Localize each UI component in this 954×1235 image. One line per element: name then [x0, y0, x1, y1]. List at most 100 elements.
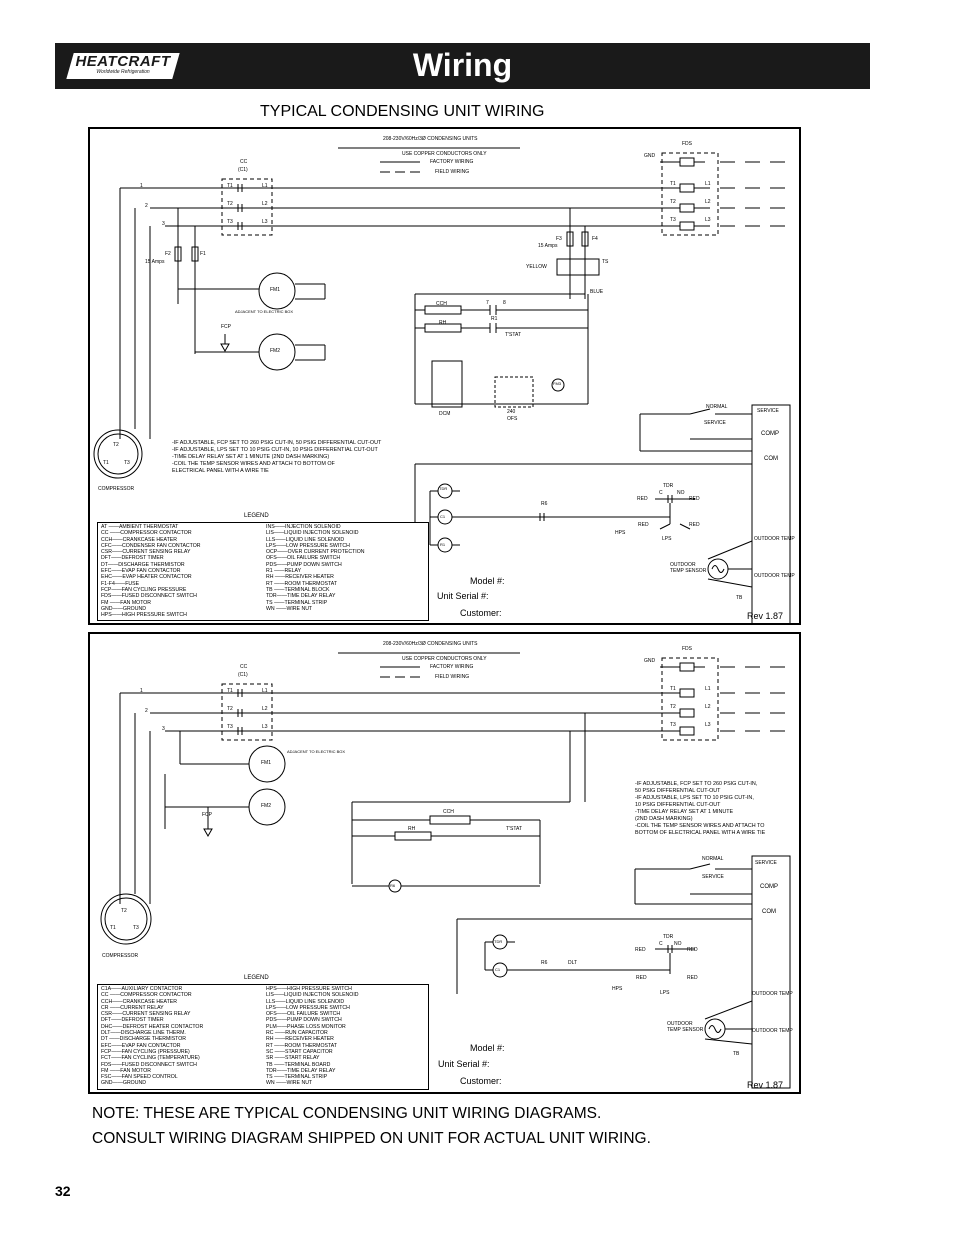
fcp-label: FCP [221, 324, 231, 330]
outdoor-temp-1: OUTDOOR TEMP [752, 991, 793, 997]
contact-7: 7 [486, 300, 489, 306]
cc-t2: T2 [227, 706, 233, 712]
field-wiring-label: FIELD WIRING [435, 169, 470, 175]
legend-entry: CSR——CURRENT SENSING RELAY [101, 549, 191, 556]
fds-t3: T3 [670, 722, 676, 728]
factory-wiring-label: FACTORY WIRING [430, 664, 474, 670]
legend-entry: LPS——LOW PRESSURE SWITCH [266, 542, 350, 549]
fm1-label: FM1 [261, 760, 271, 766]
ts-label: TS [602, 259, 609, 265]
rh-label: RH [408, 826, 416, 832]
legend-entry: FSC——FAN SPEED CONTROL [101, 1074, 178, 1081]
legend-entry: RC ——RUN CAPACITOR [266, 1030, 328, 1037]
cc-t1: T1 [227, 183, 233, 189]
legend-entry: DFT——DEFROST TIMER [101, 555, 164, 562]
red-wire-2: RED [687, 947, 698, 953]
legend-entry: PDS——PUMP DOWN SWITCH [266, 1017, 342, 1024]
brand-name: HEATCRAFT [75, 53, 171, 70]
legend-title: LEGEND [244, 975, 269, 981]
legend-entry: CSR——CURRENT SENSING RELAY [101, 1011, 191, 1018]
section-subtitle: TYPICAL CONDENSING UNIT WIRING [260, 103, 545, 120]
revision-label: Rev 1.87 [747, 611, 784, 621]
legend-entry: WN ——WIRE NUT [266, 605, 313, 612]
dlt-label: DLT [568, 960, 578, 966]
note-line: -COIL THE TEMP SENSOR WIRES AND ATTACH T… [635, 823, 765, 829]
serial-field: Unit Serial #: [438, 1059, 490, 1069]
legend-entry: INS——INJECTION SOLENOID [266, 524, 341, 530]
logo-badge-shape [63, 51, 183, 81]
legend-entry: RH ——RECEIVER HEATER [266, 1036, 334, 1043]
fuse-f1: F1 [200, 251, 206, 257]
compressor-t1: T1 [103, 460, 109, 466]
compressor-t2: T2 [121, 908, 127, 914]
service-label: SERVICE [702, 874, 724, 880]
outdoor-temp-2: OUTDOOR TEMP [754, 573, 795, 579]
service-label: SERVICE [704, 420, 726, 426]
tdr-label: TDR [663, 483, 674, 489]
note-line: -TIME DELAY RELAY SET AT 1 MINUTE (2ND D… [172, 454, 330, 460]
note-line-2: CONSULT WIRING DIAGRAM SHIPPED ON UNIT F… [92, 1130, 651, 1147]
c1-coil-label: C1 [495, 967, 501, 972]
legend-entry: LIS——LIQUID INJECTION SOLENOID [266, 530, 359, 537]
legend-entry: FM ——FAN MOTOR [101, 599, 152, 606]
note-line: 50 PSIG DIFFERENTIAL CUT-OUT [635, 788, 721, 794]
red-wire-1: RED [635, 947, 646, 953]
hps-label: HPS [612, 986, 623, 992]
legend-entry: WN ——WIRE NUT [266, 1080, 313, 1087]
r1-contact-label: R1 [491, 316, 498, 322]
compressor-t3: T3 [124, 460, 130, 466]
adjacent-label: ADJACENT TO ELECTRIC BOX [235, 309, 294, 314]
compressor-t1: T1 [110, 925, 116, 931]
normal-label: NORMAL [706, 404, 728, 410]
diagram-1-lines [93, 147, 791, 623]
tdr-c-label: C [659, 941, 663, 947]
fuse-f4: F4 [592, 236, 598, 242]
fuse-f2: F2 [165, 251, 171, 257]
cc-label: CC [240, 159, 248, 165]
tb-label: TB [736, 595, 743, 601]
red-wire-1: RED [637, 496, 648, 502]
cc-t2: T2 [227, 201, 233, 207]
legend-entry: CR ——CURRENT RELAY [101, 1004, 164, 1011]
legend-entry: DLT——DISCHARGE LINE THERM. [101, 1030, 186, 1037]
legend-entry: LPS——LOW PRESSURE SWITCH [266, 1004, 350, 1011]
r6-coil-label: R6 [390, 883, 396, 888]
diagram-2-lines [100, 652, 791, 1089]
r1-coil-label: R1 [440, 542, 446, 547]
fds-l3: L3 [705, 217, 711, 223]
fcp-label: FCP [202, 812, 212, 818]
legend-box-2: LEGEND C1A——AUXILIARY CONTACTOR CC ——COM… [97, 975, 429, 1090]
legend-entry: TS ——TERMINAL STRIP [266, 599, 328, 606]
legend-right-column: INS——INJECTION SOLENOID LIS——LIQUID INJE… [266, 524, 364, 612]
legend-entry: C1A——AUXILIARY CONTACTOR [101, 986, 183, 992]
line-2-number: 2 [145, 203, 148, 209]
legend-entry: TDR——TIME DELAY RELAY [266, 593, 336, 600]
ofs-240-label: 240 [507, 409, 516, 415]
cc-l1: L1 [262, 183, 268, 189]
lps-label: LPS [660, 990, 670, 996]
outdoor-temp-1: OUTDOOR TEMP [754, 536, 795, 542]
line-1-number: 1 [140, 688, 143, 694]
legend-entry: LLS——LIQUID LINE SOLENOID [266, 536, 345, 543]
fds-l3: L3 [705, 722, 711, 728]
wiring-diagram-2: 208-230V/60Hz/3Ø CONDENSING UNITS USE CO… [88, 632, 801, 1094]
note-line: BOTTOM OF ELECTRICAL PANEL WITH A WIRE T… [635, 830, 766, 836]
legend-left-column: C1A——AUXILIARY CONTACTOR CC ——COMPRESSOR… [101, 986, 203, 1087]
tdr-no-label: NO [677, 490, 685, 496]
line-3-number: 3 [162, 726, 165, 732]
note-line: -IF ADJUSTABLE, FCP SET TO 260 PSIG CUT-… [172, 440, 382, 446]
legend-entry: LIS——LIQUID INJECTION SOLENOID [266, 992, 359, 999]
line-3-number: 3 [162, 221, 165, 227]
wiring-diagram-1: 208-230V/60Hz/3Ø CONDENSING UNITS USE CO… [88, 127, 801, 625]
copper-note: USE COPPER CONDUCTORS ONLY [402, 151, 487, 157]
red-wire-4: RED [687, 975, 698, 981]
fds-label: FDS [682, 141, 692, 147]
legend-entry: TDR——TIME DELAY RELAY [266, 1067, 336, 1074]
cc-t1: T1 [227, 688, 233, 694]
line-1-number: 1 [140, 183, 143, 189]
service-box-label: SERVICE [757, 408, 779, 414]
legend-entry: TB ——TERMINAL BOARD [266, 1061, 331, 1068]
legend-entry: CC ——COMPRESSOR CONTACTOR [101, 992, 192, 999]
legend-entry: GND——GROUND [101, 605, 146, 612]
page-header: HEATCRAFT Worldwide Refrigeration Wiring [55, 43, 870, 89]
